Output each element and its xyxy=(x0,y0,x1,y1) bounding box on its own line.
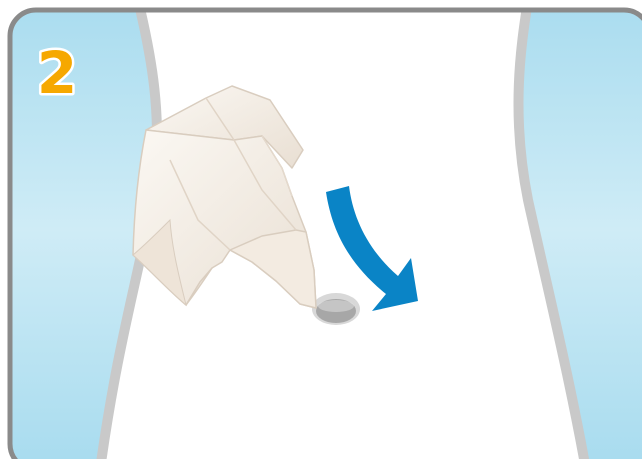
stoma-icon xyxy=(312,293,360,325)
step-number: 2 xyxy=(37,39,77,107)
